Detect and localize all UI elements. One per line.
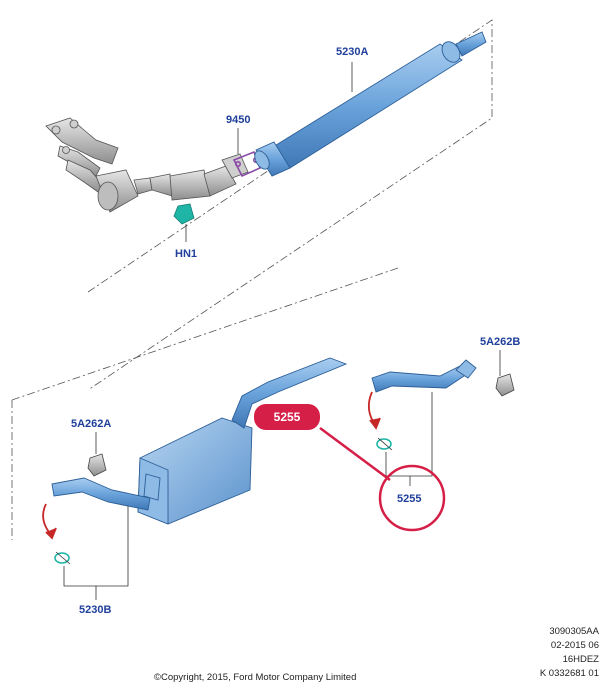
lower-leaders [63, 392, 433, 600]
label-5A262B: 5A262B [480, 336, 521, 348]
catalytic-converter [95, 153, 249, 213]
red-arrows [42, 391, 381, 540]
front-pipe-5230A [254, 31, 487, 177]
callout-badge-5255[interactable]: 5255 [254, 404, 320, 430]
doc-ref: K 0332681 01 [539, 668, 599, 679]
hanger-5A262A [87, 432, 107, 477]
label-5230A: 5230A [336, 46, 369, 58]
intermediate-pipe [51, 357, 348, 511]
doc-code: 3090305AA [549, 626, 599, 637]
copyright: ©Copyright, 2015, Ford Motor Company Lim… [154, 672, 357, 683]
rear-muffler [137, 417, 253, 525]
hanger-HN1 [173, 203, 195, 242]
clamp-left [54, 551, 71, 565]
lower-section-boundary [11, 267, 399, 540]
upper-leaders [237, 62, 353, 154]
doc-model: 16HDEZ [562, 654, 599, 665]
doc-date: 02-2015 06 [550, 640, 599, 651]
label-9450: 9450 [226, 114, 251, 126]
clamp-right [376, 437, 393, 451]
label-5A262A: 5A262A [71, 418, 112, 430]
hanger-5A262B [495, 350, 515, 397]
callout-highlight [319, 426, 446, 532]
label-HN1: HN1 [175, 248, 198, 260]
tail-pipe-5255 [371, 359, 477, 393]
label-5255: 5255 [397, 493, 422, 505]
exhaust-manifold [45, 117, 119, 193]
label-5230B: 5230B [79, 604, 112, 616]
